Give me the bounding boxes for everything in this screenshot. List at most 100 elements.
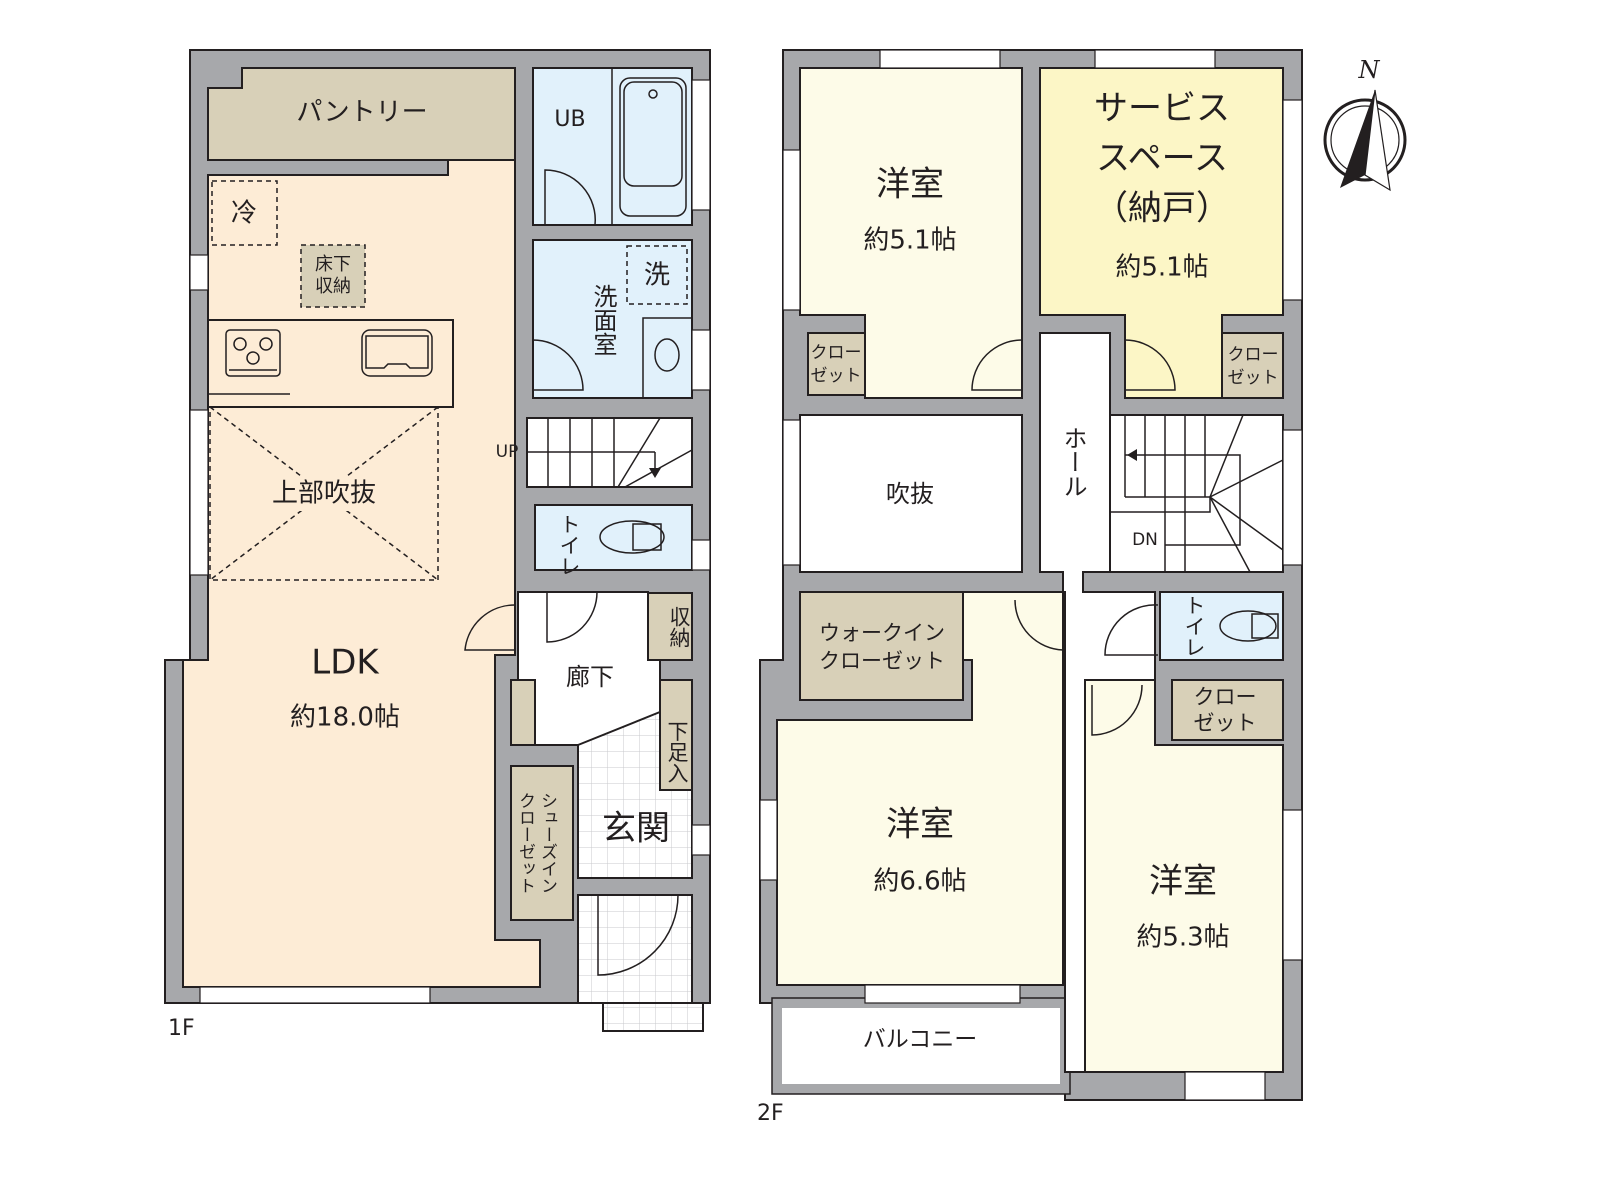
shoe-closet-label-2: クローゼット bbox=[515, 792, 535, 894]
stair-treads bbox=[1110, 414, 1284, 573]
western-room-se bbox=[1084, 679, 1284, 1073]
underfloor-storage-label-2: 収納 bbox=[315, 276, 351, 297]
ldk-size: 約18.0帖 bbox=[290, 703, 400, 733]
bath-door[interactable] bbox=[544, 169, 596, 226]
window bbox=[189, 409, 209, 576]
void-label: 吹抜 bbox=[886, 480, 934, 508]
closet-label-1: クロー bbox=[1228, 345, 1279, 365]
floor-1: パントリー 冷 床下 収納 上部吹抜 LDK 約18.0帖 bbox=[164, 49, 711, 1041]
underfloor-storage[interactable] bbox=[300, 244, 366, 308]
floor-1-label: 1F bbox=[168, 1016, 195, 1041]
void bbox=[799, 414, 1023, 573]
entrance-label: 玄関 bbox=[602, 809, 670, 849]
western-room-sw-door[interactable] bbox=[1014, 599, 1064, 651]
void-above-label: 上部吹抜 bbox=[272, 479, 376, 509]
window bbox=[782, 149, 801, 311]
window bbox=[879, 49, 1001, 69]
shoe-cabinet[interactable] bbox=[659, 679, 693, 791]
fridge-label: 冷 bbox=[231, 199, 257, 229]
window bbox=[691, 539, 711, 571]
closet-label-1: クロー bbox=[1194, 685, 1257, 709]
washer-label: 洗 bbox=[644, 261, 670, 291]
window bbox=[1282, 429, 1303, 566]
closet-nw[interactable] bbox=[807, 332, 866, 396]
walk-in-closet-label-1: ウォークイン bbox=[819, 621, 945, 645]
storage-1f[interactable] bbox=[647, 592, 693, 661]
ldk-door[interactable] bbox=[464, 604, 516, 651]
western-room-nw bbox=[799, 67, 1023, 399]
toilet-door[interactable] bbox=[546, 591, 598, 643]
floor-2: バルコニー 洋室 約5.1帖 クロー ゼット サービス スペース （納戸） 約5… bbox=[757, 49, 1303, 1126]
washroom-label: 洗面室 bbox=[589, 284, 617, 356]
window bbox=[1282, 99, 1303, 301]
closet-label-1: クロー bbox=[811, 343, 862, 363]
toilet-1f bbox=[534, 504, 693, 571]
service-space-size: 約5.1帖 bbox=[1115, 253, 1208, 283]
closet-label-2: ゼット bbox=[1194, 711, 1257, 735]
western-room-se-door[interactable] bbox=[1091, 684, 1143, 736]
window bbox=[199, 986, 431, 1004]
western-room-sw-size: 約6.6帖 bbox=[873, 867, 966, 897]
underfloor-storage-label-1: 床下 bbox=[315, 254, 351, 275]
closet-label-2: ゼット bbox=[1228, 368, 1279, 388]
void-above-marker bbox=[209, 406, 439, 581]
toilet-icon bbox=[599, 520, 665, 554]
window bbox=[691, 329, 711, 391]
north-arrow-icon: N bbox=[1323, 56, 1407, 192]
western-room-se-size: 約5.3帖 bbox=[1136, 923, 1229, 953]
shoe-cabinet-label: 下足入 bbox=[665, 721, 689, 784]
shoe-closet-label-1: シューズイン bbox=[537, 792, 557, 894]
entrance-porch bbox=[577, 894, 693, 1004]
stairs-down-label: DN bbox=[1132, 530, 1158, 550]
sink-icon bbox=[361, 329, 433, 377]
closet-se[interactable] bbox=[1171, 679, 1284, 741]
window bbox=[189, 254, 209, 291]
western-room-nw-door[interactable] bbox=[971, 339, 1023, 391]
bathtub-icon bbox=[619, 77, 687, 217]
window bbox=[864, 984, 1021, 1004]
pantry-label: パントリー bbox=[296, 98, 427, 128]
western-room-se-label: 洋室 bbox=[1149, 862, 1217, 902]
stairs-2f[interactable] bbox=[1109, 414, 1284, 573]
corridor-label: 廊下 bbox=[566, 663, 614, 691]
washroom bbox=[532, 239, 693, 399]
toilet-2f-door[interactable] bbox=[1104, 604, 1159, 656]
window bbox=[1094, 49, 1216, 69]
walk-in-closet[interactable] bbox=[799, 591, 964, 701]
corridor-storage bbox=[510, 679, 536, 746]
toilet-2f bbox=[1159, 591, 1284, 661]
closet-label-2: ゼット bbox=[811, 366, 862, 386]
window bbox=[759, 799, 778, 881]
fridge-space bbox=[211, 180, 278, 246]
closet-ne[interactable] bbox=[1221, 332, 1284, 399]
stove-icon bbox=[225, 329, 281, 377]
service-space-line-2: スペース bbox=[1096, 139, 1228, 179]
toilet-icon bbox=[1219, 610, 1279, 642]
storage-1f-label: 収納 bbox=[667, 606, 691, 648]
window bbox=[1282, 809, 1303, 961]
western-room-sw bbox=[776, 591, 1064, 986]
balcony-label: バルコニー bbox=[863, 1027, 978, 1053]
washroom-door[interactable] bbox=[532, 339, 584, 391]
washer-space bbox=[626, 245, 688, 305]
western-room-sw-label: 洋室 bbox=[886, 805, 954, 845]
unit-bath-label: UB bbox=[554, 107, 585, 132]
kitchen-counter bbox=[207, 319, 454, 408]
hall-label: ホール bbox=[1059, 426, 1087, 498]
ldk-label: LDK bbox=[311, 643, 380, 683]
floor-2-label: 2F bbox=[757, 1101, 784, 1126]
stairs-up-label: UP bbox=[496, 442, 519, 462]
window bbox=[1184, 1071, 1266, 1101]
western-room-nw-label: 洋室 bbox=[876, 165, 944, 205]
front-door[interactable] bbox=[597, 894, 679, 976]
walk-in-closet-label-2: クローゼット bbox=[819, 649, 945, 673]
stair-treads bbox=[527, 417, 693, 488]
window bbox=[782, 419, 801, 566]
service-space-line-3: （納戸） bbox=[1094, 189, 1230, 229]
service-space-line-1: サービス bbox=[1094, 89, 1230, 129]
toilet-2f-label: トイレ bbox=[1182, 595, 1206, 658]
service-space-door[interactable] bbox=[1124, 339, 1176, 391]
shoe-in-closet[interactable] bbox=[510, 765, 574, 921]
window bbox=[691, 79, 711, 211]
